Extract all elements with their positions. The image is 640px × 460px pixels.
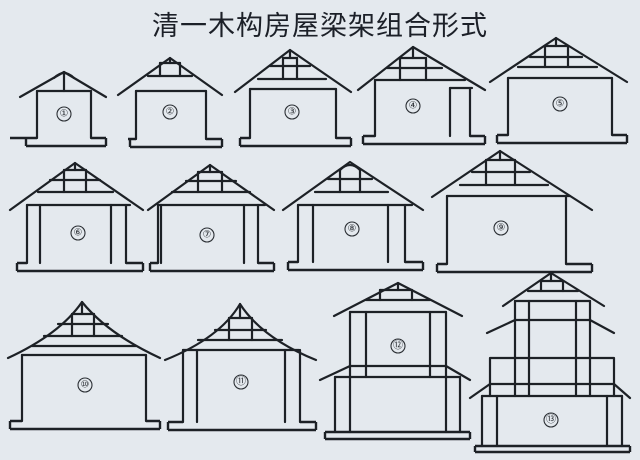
frame-diagram-13: ⑬ (468, 271, 632, 454)
svg-text:⑨: ⑨ (497, 223, 506, 234)
frame-diagram-2: ② (116, 56, 224, 149)
svg-text:⑪: ⑪ (236, 376, 246, 388)
frame-diagram-8: ⑧ (281, 160, 425, 272)
frame-diagram-5: ⑤ (488, 36, 629, 145)
page-title: 清一木构房屋梁架组合形式 (152, 11, 488, 42)
svg-text:⑧: ⑧ (348, 224, 357, 235)
diagram-label-5: ⑤ (552, 96, 568, 112)
svg-text:⑥: ⑥ (74, 228, 83, 239)
svg-text:④: ④ (409, 101, 418, 112)
diagram-label-3: ③ (284, 104, 300, 120)
frame-diagram-7: ⑦ (146, 163, 276, 273)
diagram-label-4: ④ (405, 98, 421, 114)
frame-diagram-6: ⑥ (8, 161, 145, 273)
diagram-label-2: ② (162, 104, 178, 120)
frame-diagram-12: ⑫ (318, 281, 472, 441)
diagram-label-10: ⑩ (77, 377, 93, 393)
frame-diagram-11: ⑪ (163, 302, 318, 432)
diagram-label-12: ⑫ (390, 338, 406, 354)
svg-text:⑬: ⑬ (546, 414, 556, 426)
frame-diagram-1: ① (10, 70, 108, 148)
diagram-label-1: ① (56, 106, 72, 122)
diagram-label-7: ⑦ (199, 227, 215, 243)
diagram-label-13: ⑬ (543, 412, 559, 428)
frame-diagram-3: ③ (233, 48, 353, 148)
frame-diagram-10: ⑩ (6, 300, 162, 431)
svg-text:②: ② (166, 107, 175, 118)
svg-text:⑤: ⑤ (556, 99, 565, 110)
frame-diagram-4: ④ (356, 45, 487, 146)
diagram-label-9: ⑨ (493, 220, 509, 236)
svg-text:⑫: ⑫ (393, 340, 403, 352)
svg-text:③: ③ (288, 107, 297, 118)
svg-text:①: ① (60, 109, 69, 120)
diagram-label-8: ⑧ (344, 221, 360, 237)
diagram-label-11: ⑪ (233, 374, 249, 390)
svg-text:⑦: ⑦ (203, 230, 212, 241)
diagram-label-6: ⑥ (70, 225, 86, 241)
frame-diagram-9: ⑨ (430, 149, 594, 274)
svg-text:⑩: ⑩ (81, 380, 90, 391)
